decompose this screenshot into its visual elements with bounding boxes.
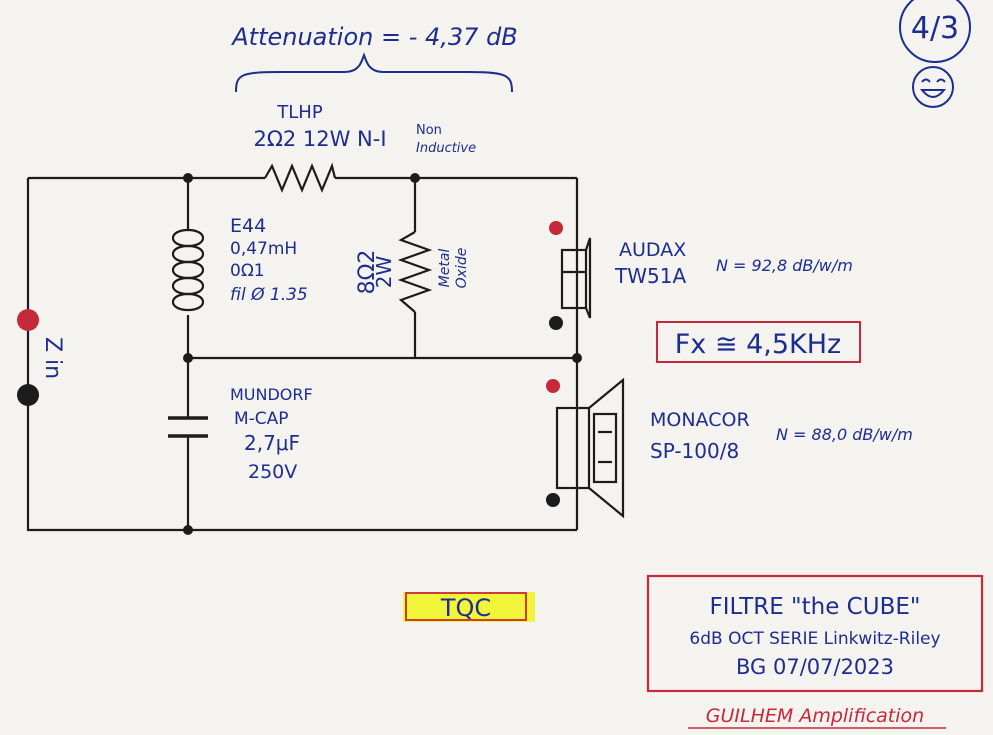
tweeter-sensitivity: N = 92,8 dB/w/m	[716, 256, 853, 275]
page-mark: 4/3	[911, 11, 959, 46]
title-box	[646, 574, 984, 693]
tweeter-positive-terminal	[549, 221, 563, 235]
woofer-model: SP-100/8	[650, 439, 739, 463]
shunt-resistor-symbol	[397, 231, 433, 313]
inductor-value: 0,47mH	[230, 239, 297, 259]
tqc-highlight	[403, 592, 535, 622]
woofer-negative-terminal	[546, 493, 560, 507]
tweeter-model: TW51A	[614, 264, 686, 288]
series-resistor-name: TLHP	[276, 102, 323, 123]
attenuation-label: Attenuation = - 4,37 dB	[230, 23, 518, 51]
tweeter-negative-terminal	[549, 316, 563, 330]
tweeter-brand: AUDAX	[619, 239, 686, 261]
shunt-resistor-power: 2W	[372, 256, 396, 289]
inductor-name: E44	[230, 215, 266, 237]
series-resistor-spec: 2Ω2 12W N-I	[253, 127, 386, 151]
capacitor-value: 2,7μF	[244, 431, 300, 455]
attenuation-brace	[235, 52, 513, 93]
crossover-frequency-box	[656, 321, 861, 363]
title-line-1: FILTRE "the CUBE"	[710, 594, 921, 620]
inductor-wire: fil Ø 1.35	[230, 285, 308, 305]
shunt-resistor-type-2: Oxide	[454, 248, 470, 289]
tqc-label: TQC	[440, 594, 491, 622]
shunt-resistor-type-1: Metal	[437, 249, 453, 288]
capacitor-brand: MUNDORF	[230, 385, 313, 404]
capacitor-model: M-CAP	[234, 409, 289, 429]
woofer-brand: MONACOR	[650, 409, 750, 431]
crossover-frequency: Fx ≅ 4,5KHz	[675, 329, 841, 360]
input-negative-terminal	[17, 384, 39, 406]
circuit-wires	[26, 176, 579, 532]
smiley-icon	[912, 66, 954, 108]
shunt-resistor-value: 8Ω2	[355, 250, 380, 295]
input-impedance-label: Z in	[40, 337, 65, 379]
series-resistor-note-2: Inductive	[416, 141, 476, 156]
tqc-box	[405, 592, 527, 621]
title-line-2: 6dB OCT SERIE Linkwitz-Riley	[689, 629, 940, 649]
capacitor-voltage: 250V	[248, 461, 297, 483]
signature: GUILHEM Amplification	[706, 705, 924, 727]
inductor-symbol	[171, 228, 205, 312]
tweeter-symbol	[549, 221, 592, 330]
title-line-3: BG 07/07/2023	[736, 655, 894, 679]
series-resistor-note-1: Non	[416, 123, 442, 138]
input-terminals	[17, 309, 39, 406]
junction-nodes	[183, 173, 582, 535]
woofer-sensitivity: N = 88,0 dB/w/m	[776, 425, 913, 444]
capacitor-symbol	[168, 416, 208, 438]
inductor-resistance: 0Ω1	[230, 261, 265, 281]
page-mark-circle	[899, 0, 971, 63]
input-positive-terminal	[17, 309, 39, 331]
series-resistor-symbol	[264, 162, 337, 193]
woofer-symbol	[546, 377, 625, 519]
woofer-positive-terminal	[546, 379, 560, 393]
